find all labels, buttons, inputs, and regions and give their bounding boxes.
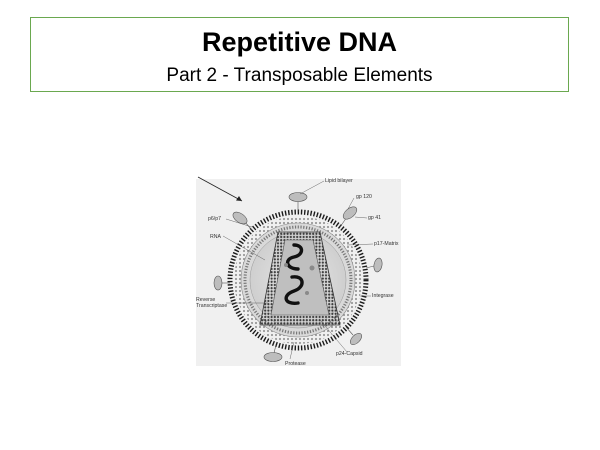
- leader-lines: [222, 180, 374, 360]
- label-transcriptase: Transcriptase: [196, 303, 227, 309]
- gp120-spike-bottom: [263, 344, 283, 362]
- label-integrase: Integrase: [372, 293, 394, 299]
- gp120-spike-upper-left: [232, 211, 253, 231]
- label-p17-matrix: p17-Matrix: [374, 241, 399, 247]
- gp120-spike-right: [365, 257, 383, 273]
- slide-subtitle: Part 2 - Transposable Elements: [166, 65, 433, 86]
- label-rna: RNA: [210, 234, 221, 240]
- rna-strand-1: [286, 243, 304, 271]
- slide-title: Repetitive DNA: [201, 27, 398, 57]
- gp120-spike-upper-right: [339, 206, 358, 228]
- slide-title-box: Repetitive DNA Part 2 - Transposable Ele…: [30, 17, 569, 92]
- lipid-bilayer: [227, 209, 369, 351]
- label-gp41: gp 41: [368, 215, 381, 221]
- virus-diagram: Lipid bilayer gp 120 gp 41 p6/p7 RNA p17…: [190, 165, 415, 370]
- gp120-spike-lower-right: [345, 326, 363, 346]
- label-protease: Protease: [285, 361, 306, 367]
- rna-strand-2: [284, 275, 304, 305]
- label-gp120: gp 120: [356, 194, 372, 200]
- label-reverse: Reverse: [196, 297, 215, 303]
- label-p24-capsid: p24-Capsid: [336, 351, 363, 357]
- gp120-spike-left: [213, 275, 230, 291]
- gp120-spike-top: [288, 192, 308, 212]
- label-p6p7: p6/p7: [208, 216, 221, 222]
- label-lipid-bilayer: Lipid bilayer: [325, 178, 353, 184]
- pointer-arrow: [197, 176, 243, 202]
